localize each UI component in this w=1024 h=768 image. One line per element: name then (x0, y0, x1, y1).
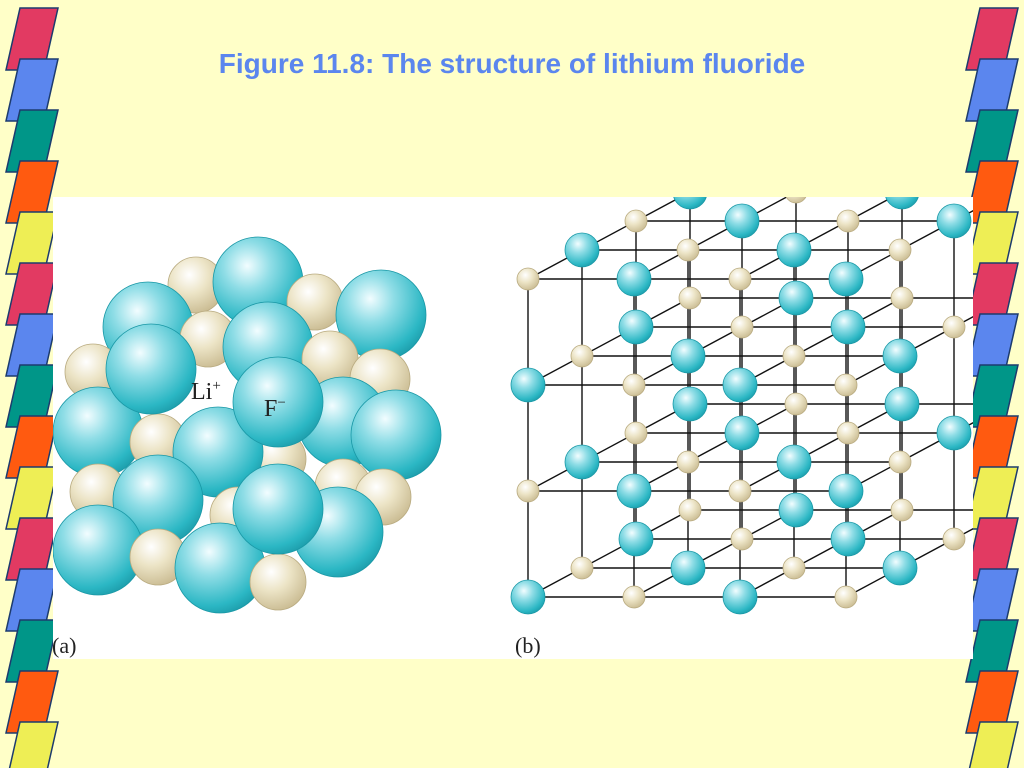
panel-a-labels: Li+ F− (a) (52, 378, 286, 658)
lithium-ion-ball (728, 479, 752, 503)
fluoride-ion-ball (510, 367, 546, 403)
slide-title: Figure 11.8: The structure of lithium fl… (218, 48, 806, 79)
lithium-ion-ball (624, 209, 648, 233)
lithium-fluoride-figure: Li+ F− (a) (b) (52, 174, 1024, 658)
strip-parallelogram (968, 721, 1019, 768)
lattice-bond (739, 191, 903, 280)
lattice-bond (527, 297, 691, 386)
lithium-ion-ball (516, 479, 540, 503)
fluoride-ion-ball (936, 203, 972, 239)
fluoride-ion-ball (564, 232, 600, 268)
fluoride-ion-ball (616, 261, 652, 297)
lithium-ion-ball (782, 344, 806, 368)
lithium-ion-ball (624, 421, 648, 445)
lithium-ion-ball (942, 527, 966, 551)
lithium-ion-ball (782, 556, 806, 580)
fluoride-ion-ball (776, 444, 812, 480)
lithium-ion-ball (836, 421, 860, 445)
fluoride-ion-sphere (232, 463, 324, 555)
fluoride-ion-sphere (232, 356, 324, 448)
fluoride-ion-sphere (52, 504, 144, 596)
lithium-ion-ball (890, 498, 914, 522)
ball-and-stick-lattice (510, 174, 1024, 615)
fluoride-ion-ball (670, 338, 706, 374)
lithium-ion-ball (784, 180, 808, 204)
fluoride-ion-ball (830, 521, 866, 557)
fluoride-ion-ball (618, 309, 654, 345)
lithium-ion-ball (890, 286, 914, 310)
lithium-ion-ball (622, 585, 646, 609)
lithium-ion-ball (622, 373, 646, 397)
panel-a-caption: (a) (53, 633, 76, 658)
fluoride-ion-ball (776, 232, 812, 268)
fluoride-ion-ball (778, 492, 814, 528)
cation-charge: + (212, 378, 220, 394)
fluoride-ion-ball (828, 473, 864, 509)
lithium-ion-ball (942, 315, 966, 339)
fluoride-ion-ball (510, 579, 546, 615)
lattice-bond (633, 509, 797, 598)
panel-b-caption: (b) (515, 633, 541, 658)
fluoride-ion-ball (724, 203, 760, 239)
lattice-bond (633, 403, 797, 492)
figure-panel: Li+ F− (a) (b) (52, 174, 1024, 659)
fluoride-ion-ball (830, 309, 866, 345)
fluoride-ion-ball (618, 521, 654, 557)
lithium-ion-ball (888, 450, 912, 474)
fluoride-ion-ball (884, 174, 920, 210)
anion-charge: − (277, 395, 285, 411)
lithium-ion-ball (570, 344, 594, 368)
fluoride-ion-ball (882, 550, 918, 586)
lithium-ion-ball (730, 527, 754, 551)
lithium-ion-ball (678, 286, 702, 310)
lattice-bond (739, 297, 903, 386)
fluoride-ion-ball (778, 280, 814, 316)
lattice-bond (633, 297, 797, 386)
right-decorative-strip (965, 7, 1019, 768)
fluoride-ion-ball (564, 444, 600, 480)
lattice-bond (633, 191, 797, 280)
fluoride-ion-ball (672, 174, 708, 210)
fluoride-ion-ball (670, 550, 706, 586)
lattice-bond (527, 509, 691, 598)
fluoride-ion-ball (724, 415, 760, 451)
fluoride-ion-ball (722, 579, 758, 615)
lithium-ion-ball (676, 450, 700, 474)
fluoride-ion-sphere (105, 323, 197, 415)
lithium-ion-ball (728, 267, 752, 291)
anion-label: F− (264, 395, 286, 422)
fluoride-ion-sphere (350, 389, 442, 481)
lattice-bond (527, 403, 691, 492)
lithium-ion-ball (888, 238, 912, 262)
fluoride-ion-ball (882, 338, 918, 374)
lithium-ion-ball (834, 585, 858, 609)
cation-label: Li+ (191, 378, 221, 405)
lithium-ion-ball (834, 373, 858, 397)
lithium-ion-ball (784, 392, 808, 416)
lithium-ion-ball (836, 209, 860, 233)
lattice-bond (739, 403, 903, 492)
lattice-bond (527, 191, 691, 280)
lithium-ion-ball (678, 498, 702, 522)
fluoride-ion-ball (672, 386, 708, 422)
fluoride-ion-ball (936, 415, 972, 451)
fluoride-ion-ball (722, 367, 758, 403)
fluoride-ion-ball (616, 473, 652, 509)
fluoride-ion-ball (884, 386, 920, 422)
lithium-ion-ball (730, 315, 754, 339)
lithium-ion-ball (516, 267, 540, 291)
left-decorative-strip (5, 7, 59, 768)
strip-parallelogram (8, 721, 59, 768)
space-filling-model (52, 236, 442, 614)
lithium-ion-ball (570, 556, 594, 580)
lattice-bond (739, 509, 903, 598)
lithium-ion-sphere (249, 553, 307, 611)
lithium-ion-ball (676, 238, 700, 262)
fluoride-ion-ball (828, 261, 864, 297)
